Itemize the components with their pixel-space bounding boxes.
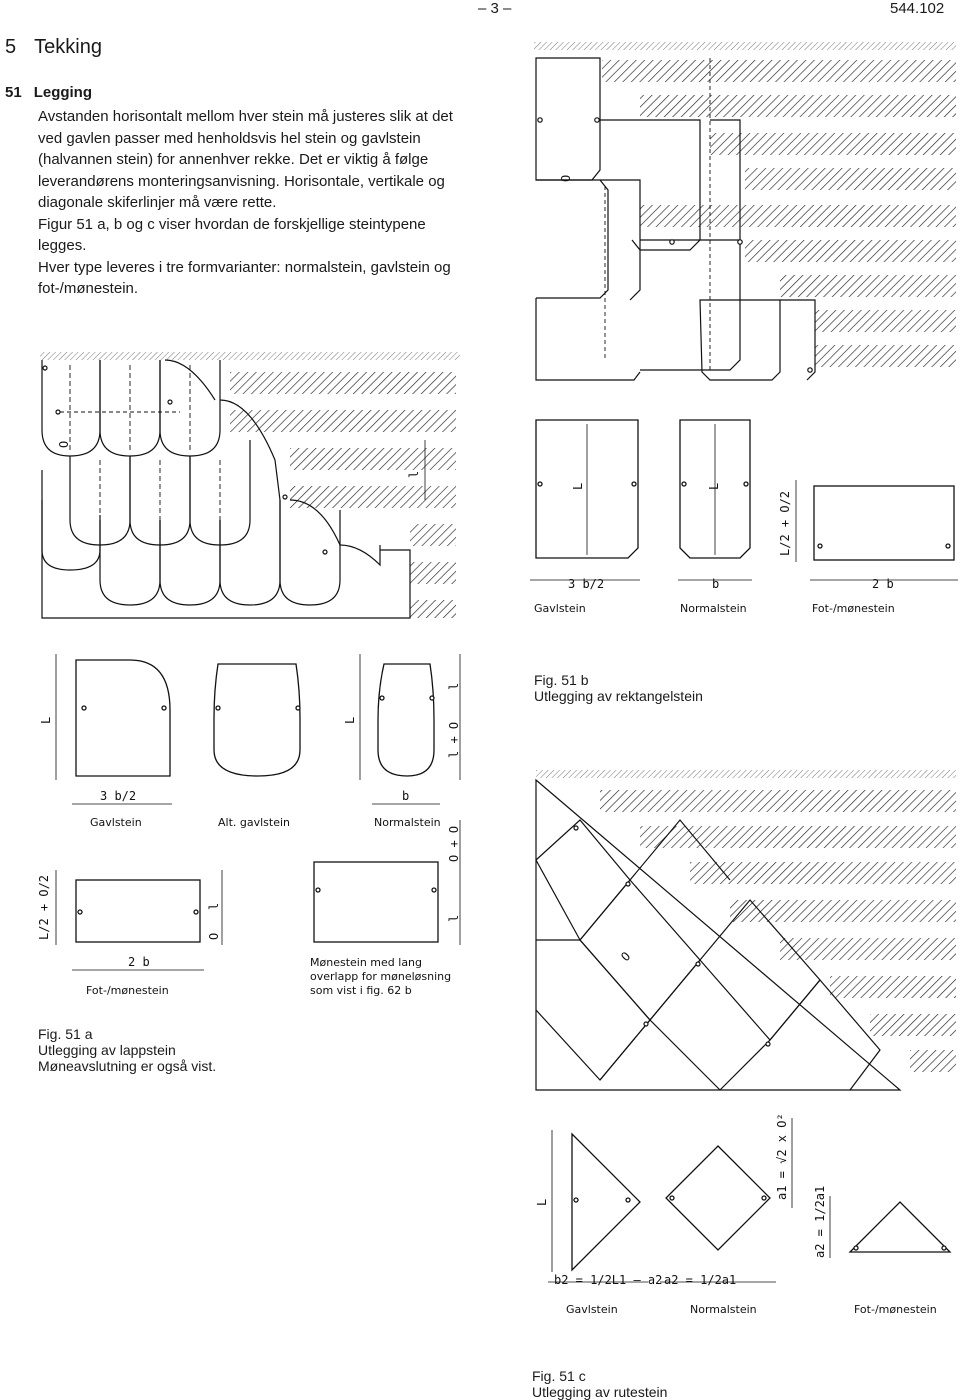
label-alt-gavlstein: Alt. gavlstein — [218, 816, 290, 829]
gavlstein-rect-shape — [535, 419, 639, 559]
normalstein-rute-shape — [665, 1145, 771, 1251]
section-title: Tekking — [34, 36, 102, 58]
fot-monestein-lapp-shape — [75, 879, 201, 943]
dim-label-l-small: l — [447, 683, 461, 690]
subsection-number: 51 — [5, 84, 22, 101]
formula-a2: a2 = 1/2a1 — [813, 1186, 827, 1258]
fig51c-stone-shapes — [548, 1118, 952, 1283]
monestein-long-overlap-shape — [313, 861, 439, 943]
dim-label-o: O — [559, 175, 573, 182]
dim-label-l: L — [343, 717, 357, 724]
dim-label-o: O — [618, 949, 633, 964]
dim-label-three-b-half: 3 b/2 — [100, 789, 136, 803]
gavlstein-rute-shape — [571, 1132, 641, 1272]
dim-label-o-plus-o: O + O — [447, 826, 461, 862]
dim-label-three-b-half: 3 b/2 — [568, 577, 604, 591]
caption-line: Møneavslutning er også vist. — [38, 1058, 217, 1074]
fig51c-caption: Fig. 51 c Utlegging av rutestein — [532, 1368, 667, 1400]
alt-gavlstein-shape — [213, 663, 301, 777]
normalstein-rect-shape — [679, 419, 751, 559]
fig51c-roof-drawing — [535, 770, 956, 1091]
dim-label-l: l — [407, 471, 421, 478]
formula-b2: b2 = 1/2L1 – a2 — [554, 1273, 662, 1287]
body-text: Avstanden horisontalt mellom hver stein … — [38, 106, 466, 300]
caption-title: Fig. 51 a — [38, 1026, 93, 1042]
fig51a-roof-drawing — [40, 352, 460, 619]
note-line: Mønestein med lang — [310, 956, 422, 969]
fot-monestein-rute-shape — [848, 1201, 952, 1253]
document-number: 544.102 — [890, 0, 945, 17]
label-normalstein: Normalstein — [374, 816, 441, 829]
note-line: som vist i fig. 62 b — [310, 984, 412, 997]
dim-label-half-l-half-o: L/2 + O/2 — [37, 875, 51, 940]
dim-label-l-small: l — [447, 915, 461, 922]
paragraph: Figur 51 a, b og c viser hvordan de fors… — [38, 215, 426, 255]
label-fot-monestein: Fot-/mønestein — [854, 1303, 937, 1316]
gavlstein-lapp-shape — [75, 659, 171, 777]
caption-title: Fig. 51 b — [534, 672, 589, 688]
label-fot-monestein: Fot-/mønestein — [812, 602, 895, 615]
paragraph: Avstanden horisontalt mellom hver stein … — [38, 108, 453, 211]
dim-label-half-l-half-o: L/2 + O/2 — [778, 491, 792, 556]
label-gavlstein: Gavlstein — [566, 1303, 618, 1316]
caption-line: Utlegging av rektangelstein — [534, 688, 703, 704]
fot-monestein-rect-shape — [813, 485, 955, 561]
dim-label-l: L — [39, 717, 53, 724]
section-heading: 5 Tekking — [5, 36, 102, 59]
dim-label-l-small: l — [207, 903, 221, 910]
dim-label-two-b: 2 b — [872, 577, 894, 591]
caption-line: Utlegging av lappstein — [38, 1042, 176, 1058]
subsection-heading: 51 Legging — [5, 84, 92, 101]
formula-a2-normal: a2 = 1/2a1 — [664, 1273, 736, 1287]
fig51b-roof-drawing — [534, 42, 956, 381]
section-number: 5 — [5, 36, 17, 58]
note-line: overlapp for møneløsning — [310, 970, 451, 983]
dim-label-l: L — [571, 483, 585, 490]
paragraph: Hver type leveres i tre formvarianter: n… — [38, 258, 451, 298]
label-fot-monestein: Fot-/mønestein — [86, 984, 169, 997]
fig51b-stone-shapes — [530, 419, 958, 581]
subsection-title: Legging — [33, 84, 93, 101]
caption-title: Fig. 51 c — [532, 1368, 586, 1384]
dim-label-l: L — [707, 483, 721, 490]
dim-label-o: O — [57, 441, 71, 448]
dim-label-two-b: 2 b — [128, 955, 150, 969]
label-normalstein: Normalstein — [690, 1303, 757, 1316]
normalstein-lapp-shape — [377, 663, 435, 777]
fig51a-caption: Fig. 51 a Utlegging av lappstein Møneavs… — [38, 1026, 216, 1074]
formula-a1: a1 = √2 x O² — [775, 1113, 789, 1200]
dim-label-b: b — [402, 789, 409, 803]
fig51a-stone-shapes — [55, 654, 461, 971]
dim-label-o: O — [207, 933, 221, 940]
caption-line: Utlegging av rutestein — [532, 1384, 668, 1400]
dim-label-b: b — [712, 577, 719, 591]
label-gavlstein: Gavlstein — [90, 816, 142, 829]
page-number: – 3 – — [478, 0, 512, 17]
label-normalstein: Normalstein — [680, 602, 747, 615]
dim-label-l-plus-o: l + O — [447, 722, 461, 758]
dim-label-l: L — [535, 1199, 549, 1206]
label-gavlstein: Gavlstein — [534, 602, 586, 615]
fig51b-caption: Fig. 51 b Utlegging av rektangelstein — [534, 672, 703, 704]
